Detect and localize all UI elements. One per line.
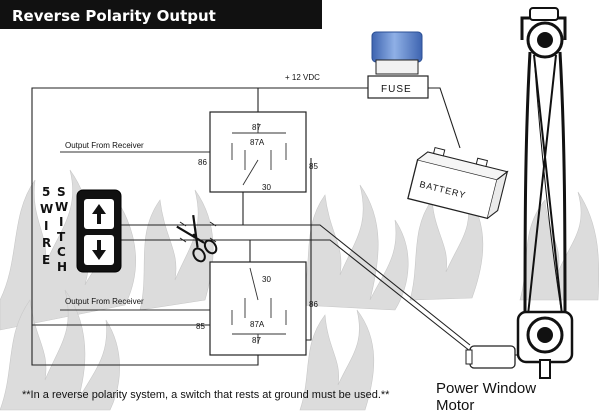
cut-marks: [179, 221, 217, 243]
relay-top-input-label: Output From Receiver: [65, 141, 144, 150]
fuse: [367, 31, 429, 99]
relay-top-pin-87: 87: [252, 123, 261, 132]
title-bar: [0, 0, 322, 29]
switch-label-left-3: R: [42, 236, 51, 250]
switch-label-left-1: W: [40, 202, 53, 216]
flame-background: [0, 169, 600, 411]
relay-bottom-pin-87a: 87A: [250, 320, 265, 329]
motor: [465, 345, 516, 369]
relay-top-pin-87a: 87A: [250, 138, 265, 147]
relay-top-pin-86: 86: [198, 158, 207, 167]
relay-bottom-pin-85: 85: [196, 322, 205, 331]
arrow-down-icon: [92, 240, 106, 260]
relay-bottom-pin-30: 30: [262, 275, 271, 284]
switch-label-left-0: 5: [42, 185, 50, 199]
relay-top-pin-30: 30: [262, 183, 271, 192]
diagram-title: Reverse Polarity Output: [12, 7, 216, 25]
switch-label-left: 5 W I R E: [40, 185, 53, 267]
switch-label-left-4: E: [42, 253, 50, 267]
relay-top: 87 87A 86 85 30: [198, 111, 318, 193]
switch-label-right-2: I: [59, 215, 63, 229]
wiring: [31, 87, 525, 366]
switch-label-right-4: C: [57, 245, 66, 259]
scissors-icon: [176, 214, 218, 263]
window-switch: [76, 189, 122, 273]
relay-bottom: 30 86 85 87A 87: [196, 261, 318, 356]
switch-label-right-1: W: [55, 200, 68, 214]
battery: BATTERY: [407, 146, 509, 220]
supply-label: + 12 VDC: [285, 73, 320, 82]
fuse-label: FUSE: [381, 84, 412, 95]
arrow-up-icon: [92, 204, 106, 224]
switch-label-left-2: I: [44, 219, 48, 233]
switch-label-right-0: S: [57, 185, 66, 199]
relay-bottom-pin-87: 87: [252, 336, 261, 345]
footnote: **In a reverse polarity system, a switch…: [22, 389, 390, 401]
relay-bottom-pin-86: 86: [309, 300, 318, 309]
switch-label-right-3: T: [57, 230, 66, 244]
motor-label-line1: Power Window: [436, 380, 536, 397]
window-regulator: [516, 7, 574, 379]
switch-label-right-5: H: [57, 260, 67, 274]
motor-label-line2: Motor: [436, 397, 474, 414]
relay-bottom-input-label: Output From Receiver: [65, 297, 144, 306]
relay-top-pin-85: 85: [309, 162, 318, 171]
switch-label-right: S W I T C H: [55, 185, 68, 274]
